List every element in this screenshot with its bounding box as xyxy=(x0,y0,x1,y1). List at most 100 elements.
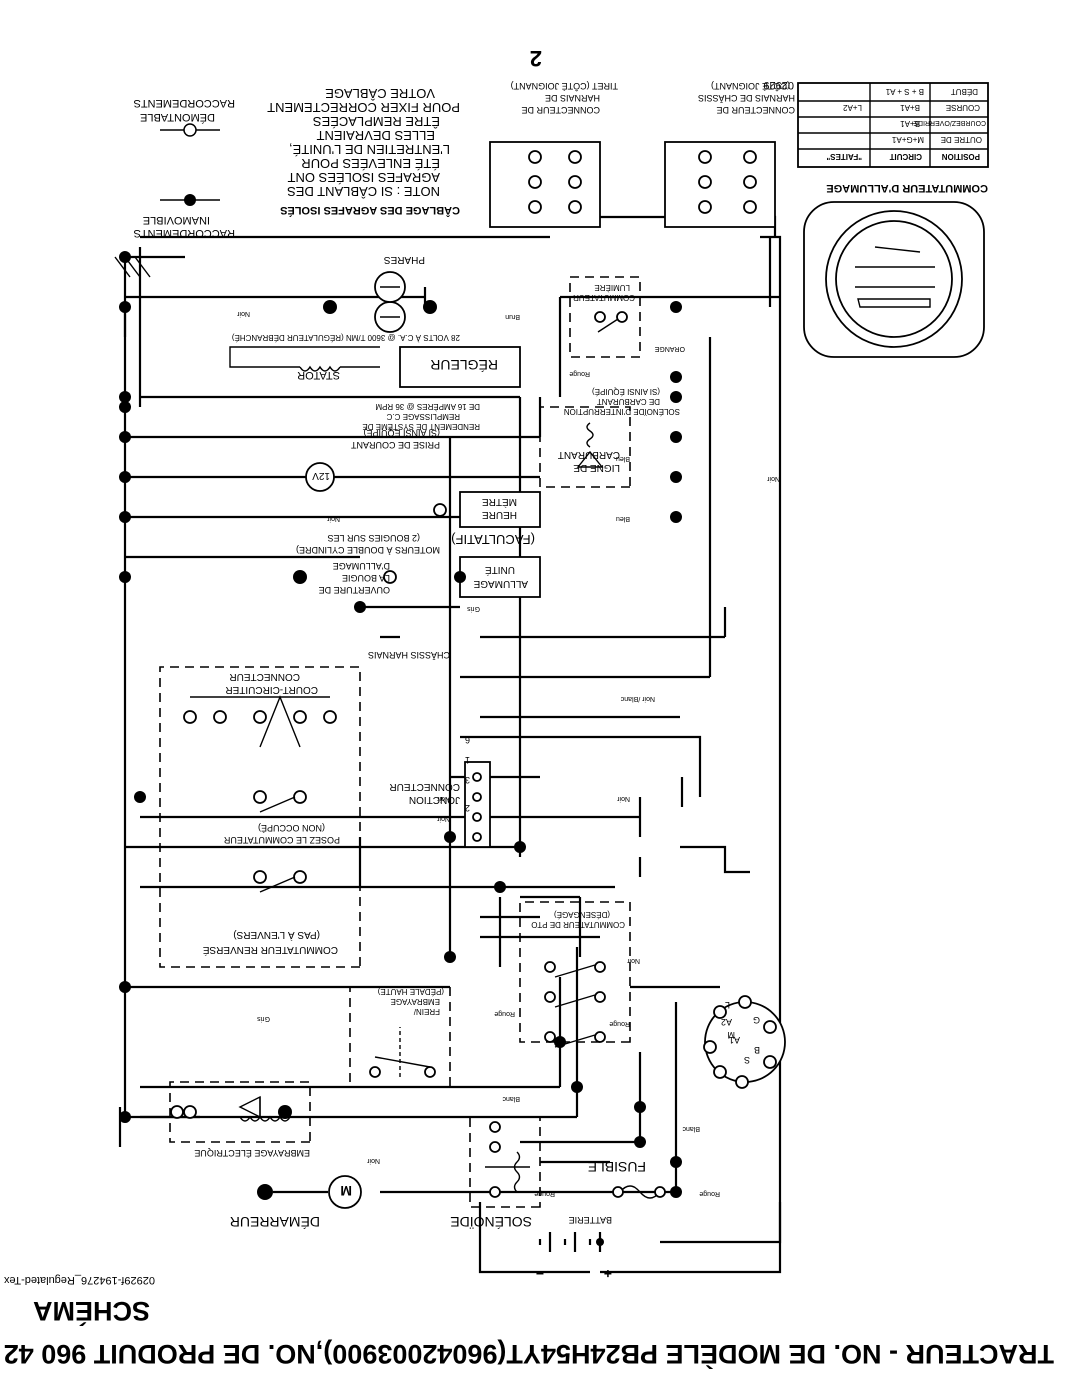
pto-switch-line-2: (DÉSENGAGÉ) xyxy=(554,910,610,919)
ignition-unit-box xyxy=(459,556,541,598)
fuel-line-line-1: LIGNE DE xyxy=(573,462,620,473)
ignition-switch-face xyxy=(803,201,985,358)
brake-switch-box xyxy=(349,986,451,1088)
table-row-3-circuit: B+A1 xyxy=(900,103,920,112)
charging-line-1: RENDEMENT DE SYSTÈME DE xyxy=(362,422,480,431)
table-col-faites: "FAITES" xyxy=(826,152,862,161)
fuel-solenoid: LIGNE DE CARBURANT SOLÉNOÏDE D'INTERRUPT… xyxy=(539,387,680,488)
chassis-connector-line-3: (CÔTÉ JOIGNANT) xyxy=(711,81,790,91)
harness-connector-line-1: CONNECTEUR DE xyxy=(521,105,600,115)
outlet-circle xyxy=(305,462,335,492)
wheel-letter-s: S xyxy=(744,1055,750,1065)
legend-removable-dot xyxy=(183,123,197,137)
brake-clutch-switch: FREIN/ EMBRAYAGE (PÉDALE HAUTE) xyxy=(349,986,451,1088)
wire-white-2: Blanc xyxy=(502,1095,520,1102)
table-row-2-circuit: B+A1 xyxy=(900,119,920,128)
wire-black-1: Noir xyxy=(366,1157,380,1164)
wheel-letter-b: B xyxy=(754,1045,760,1055)
starter-symbol: M xyxy=(340,1183,352,1199)
harness-connector-box xyxy=(489,141,601,228)
fuel-solenoid-line-2: DE CARBURANT xyxy=(597,397,660,406)
wheel-letter-m: M xyxy=(728,1030,736,1040)
headlights: PHARES xyxy=(323,254,437,333)
fuse-label: FUSIBLE xyxy=(588,1159,646,1175)
solenoid-label: SOLÉNOÏDE xyxy=(450,1214,532,1230)
spark-plug-line-1: OUVERTURE DE xyxy=(319,585,390,595)
junction-pin-1: 2 xyxy=(465,803,470,813)
legend-removable-line-1: DÉMONTABLE xyxy=(140,111,215,124)
junction-pin-4: 6 xyxy=(465,735,470,745)
table-row-4-position: DÉBUT xyxy=(951,87,978,96)
note-heading: CÂBLAGE DES AGRAFES ISOLÉS xyxy=(280,204,460,217)
junction-dots xyxy=(119,251,682,1198)
harness-connector-line-3: TIRET (CÔTÉ JOIGNANT) xyxy=(511,81,618,91)
note-line-3: ÉTÉ ENLEVÉES POUR xyxy=(301,156,440,171)
wire-orange: ORANGE xyxy=(654,345,685,352)
wheel-letter-l: L xyxy=(725,1000,730,1010)
table-row-4-circuit: B + S + A1 xyxy=(885,87,924,96)
legend-fixed-line-1: INAMOVIBLE xyxy=(143,214,210,226)
table-row-3-faites: L+A2 xyxy=(843,103,862,112)
hour-meter-line-2: MÈTRE xyxy=(482,496,517,509)
battery-terminal xyxy=(596,1238,604,1246)
wire-black-4: Noir xyxy=(436,795,450,802)
wire-red-4: Rouge xyxy=(609,1020,630,1027)
diagram-code: 02929 xyxy=(763,79,794,91)
wire-black-white: Noir /Blanc xyxy=(620,695,655,702)
light-switch-box xyxy=(569,276,641,358)
battery-minus: − xyxy=(536,1266,544,1282)
wire-red-1: Rouge xyxy=(699,1190,720,1197)
wire-red-3: Rouge xyxy=(494,1010,515,1017)
ignition-switch-wheel: B M S A1 A2 L G xyxy=(703,995,786,1089)
junction-line-2: CONNECTEUR xyxy=(389,781,460,792)
legend-fixed-line-2: RACCORDEMENTS xyxy=(134,227,235,239)
fuel-solenoid-line-1: SOLÉNOÏDE D'INTERRUPTION xyxy=(564,407,680,416)
diagram-title: TRACTEUR - NO. DE MODÈLE PB24H54YT(96042… xyxy=(0,1339,1054,1370)
outlet-line-1: PRISE DE COURANT xyxy=(350,440,440,450)
wire-black-2: Noir xyxy=(626,957,640,964)
junction-line-1: JONCTION xyxy=(409,794,460,805)
table-col-circuit: CIRCUIT xyxy=(889,152,922,161)
charging-line-2: REMPLISSAGE C.C xyxy=(386,412,460,421)
reverse-switch-box xyxy=(159,666,361,968)
table-row-2-position: COURBEZ/OVERRIDE xyxy=(913,119,986,126)
brake-switch-line-3: (PÉDALE HAUTE) xyxy=(377,987,444,996)
solenoid-box xyxy=(469,1116,541,1208)
brake-switch-line-1: FREIN/ xyxy=(413,1007,440,1016)
junction-connector: 2 3 1 6 JONCTION CONNECTEUR CHÂSSIS HARN… xyxy=(368,650,491,848)
optional-label: (FACULTATIF) xyxy=(451,532,535,547)
ignition-table-frame xyxy=(797,82,989,168)
table-row-1-position: OUTRE DE xyxy=(941,135,982,144)
ignition-unit: ALLUMAGE UNITÉ OUVERTURE DE LA BOUGIE D'… xyxy=(293,532,541,598)
reverse-switch-line-2: (PAS À L'ENVERS) xyxy=(233,929,320,942)
pto-switch: COMMUTATEUR DE PTO (DÉSENGAGÉ) xyxy=(519,901,631,1048)
chassis-connector-line-2: HARNAIS DE CHÂSSIS xyxy=(698,93,795,103)
harness-connector-line-2: HARNAIS DE xyxy=(545,93,600,103)
table-col-position: POSITION xyxy=(942,152,980,161)
light-switch: COMMUTATEUR LUMIÈRE xyxy=(569,276,641,358)
starter-circle xyxy=(328,1175,362,1209)
ignition-unit-line-2: UNITÉ xyxy=(485,564,515,577)
wire-blue-2: Bleu xyxy=(616,515,630,522)
spark-plug-line-2: LA BOUGIE xyxy=(342,573,390,583)
twin-note-line-1: MOTEURS À DOUBLE CYLINDRE) xyxy=(296,545,440,555)
twin-note-line-2: (2 BOUGIES SUR LES xyxy=(327,533,420,543)
wire-black-3: Noir xyxy=(616,795,630,802)
main-wiring xyxy=(118,192,782,1274)
regulator-box xyxy=(399,346,521,388)
electric-clutch: EMBRAYAGE ÉLECTRIQUE xyxy=(169,1081,311,1158)
wheel-letter-g: G xyxy=(753,1015,760,1025)
hour-meter: HEURE MÈTRE xyxy=(433,491,541,528)
reverse-switch: COMMUTATEUR RENVERSÉ (PAS À L'ENVERS) PO… xyxy=(159,666,361,968)
starter-label: DÉMARREUR xyxy=(230,1214,320,1230)
chassis-connector-line-1: CONNECTEUR DE xyxy=(716,105,795,115)
wheel-letter-a2: A2 xyxy=(721,1017,732,1027)
wire-black-5: Noir xyxy=(436,815,450,822)
hour-meter-box xyxy=(459,491,541,528)
fuel-line-line-2: CARBURANT xyxy=(558,449,620,460)
wire-black-7: Noir xyxy=(236,310,250,317)
pto-switch-box xyxy=(519,901,631,1043)
wire-white-1: Blanc xyxy=(682,1125,700,1132)
